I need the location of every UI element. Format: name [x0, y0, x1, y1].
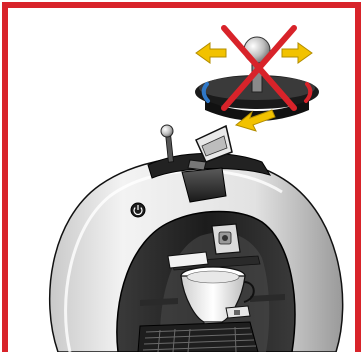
drip-tray [138, 322, 258, 352]
right-arrow-icon [282, 43, 312, 63]
coffee-machine [50, 125, 343, 352]
power-button [131, 203, 145, 217]
left-arrow-icon [196, 43, 226, 63]
side-clip [226, 306, 250, 318]
machine-lever [161, 125, 173, 162]
lever-inset [195, 28, 319, 131]
dispenser-nozzle [212, 224, 240, 254]
capsule-slot [182, 168, 226, 202]
